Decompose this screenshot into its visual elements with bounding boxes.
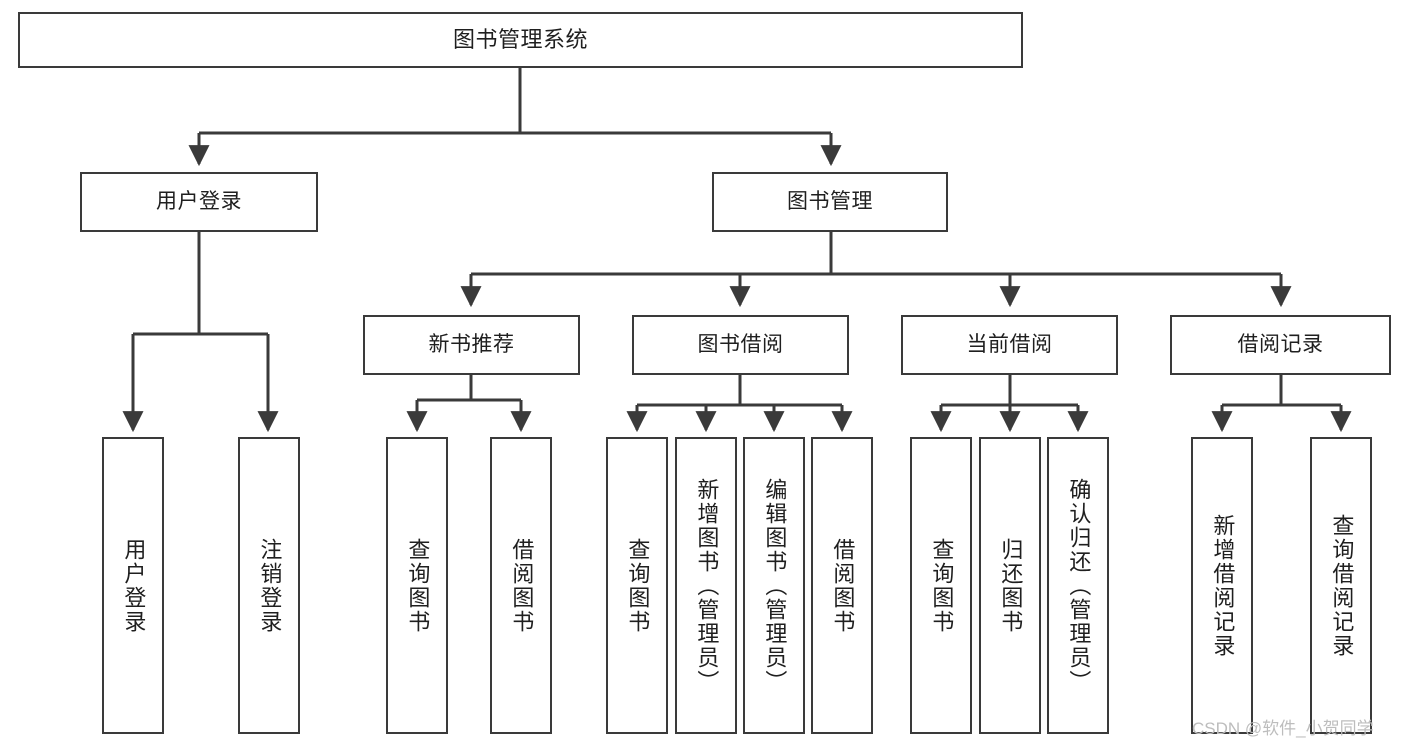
leaf-add-borrow-record[interactable]: 新增借阅记录 bbox=[1191, 437, 1253, 734]
leaf-borrow-book-recommend[interactable]: 借阅图书 bbox=[490, 437, 552, 734]
node-book-manage[interactable]: 图书管理 bbox=[712, 172, 948, 232]
node-label: 查询借阅记录 bbox=[1329, 513, 1355, 658]
leaf-edit-book[interactable]: 编辑图书（管理员） bbox=[743, 437, 805, 734]
node-label: 当前借阅 bbox=[966, 332, 1053, 356]
leaf-logout-login[interactable]: 注销登录 bbox=[238, 437, 300, 734]
leaf-user-login[interactable]: 用户登录 bbox=[102, 437, 164, 734]
node-label: 图书管理系统 bbox=[452, 27, 588, 53]
leaf-confirm-return[interactable]: 确认归还（管理员） bbox=[1047, 437, 1109, 734]
node-label: 图书借阅 bbox=[697, 332, 784, 356]
node-label: 借阅图书 bbox=[830, 537, 856, 634]
leaf-query-book-borrow[interactable]: 查询图书 bbox=[606, 437, 668, 734]
node-label: 借阅图书 bbox=[509, 537, 535, 634]
node-label: 用户登录 bbox=[121, 537, 147, 634]
node-label: 用户登录 bbox=[156, 189, 242, 213]
node-new-book-recommend[interactable]: 新书推荐 bbox=[363, 315, 580, 375]
node-label: 新增图书（管理员） bbox=[694, 477, 720, 694]
leaf-add-book[interactable]: 新增图书（管理员） bbox=[675, 437, 737, 734]
csdn-watermark: CSDN @软件_小贺同学 bbox=[1192, 719, 1374, 738]
node-label: 新书推荐 bbox=[428, 332, 515, 356]
node-user-login[interactable]: 用户登录 bbox=[80, 172, 318, 232]
node-label: 注销登录 bbox=[257, 537, 283, 634]
node-label: 图书管理 bbox=[787, 189, 873, 213]
node-root-system[interactable]: 图书管理系统 bbox=[18, 12, 1023, 68]
node-label: 查询图书 bbox=[405, 537, 431, 634]
node-borrow-record[interactable]: 借阅记录 bbox=[1170, 315, 1391, 375]
node-label: 借阅记录 bbox=[1237, 332, 1324, 356]
node-label: 归还图书 bbox=[998, 537, 1024, 634]
leaf-query-book-current[interactable]: 查询图书 bbox=[910, 437, 972, 734]
node-label: 查询图书 bbox=[929, 537, 955, 634]
node-book-borrow[interactable]: 图书借阅 bbox=[632, 315, 849, 375]
leaf-return-book[interactable]: 归还图书 bbox=[979, 437, 1041, 734]
node-label: 确认归还（管理员） bbox=[1066, 477, 1092, 694]
leaf-query-book-recommend[interactable]: 查询图书 bbox=[386, 437, 448, 734]
leaf-query-borrow-record[interactable]: 查询借阅记录 bbox=[1310, 437, 1372, 734]
node-label: 新增借阅记录 bbox=[1210, 513, 1236, 658]
node-label: 查询图书 bbox=[625, 537, 651, 634]
leaf-borrow-book[interactable]: 借阅图书 bbox=[811, 437, 873, 734]
node-current-borrow[interactable]: 当前借阅 bbox=[901, 315, 1118, 375]
node-label: 编辑图书（管理员） bbox=[762, 477, 788, 694]
